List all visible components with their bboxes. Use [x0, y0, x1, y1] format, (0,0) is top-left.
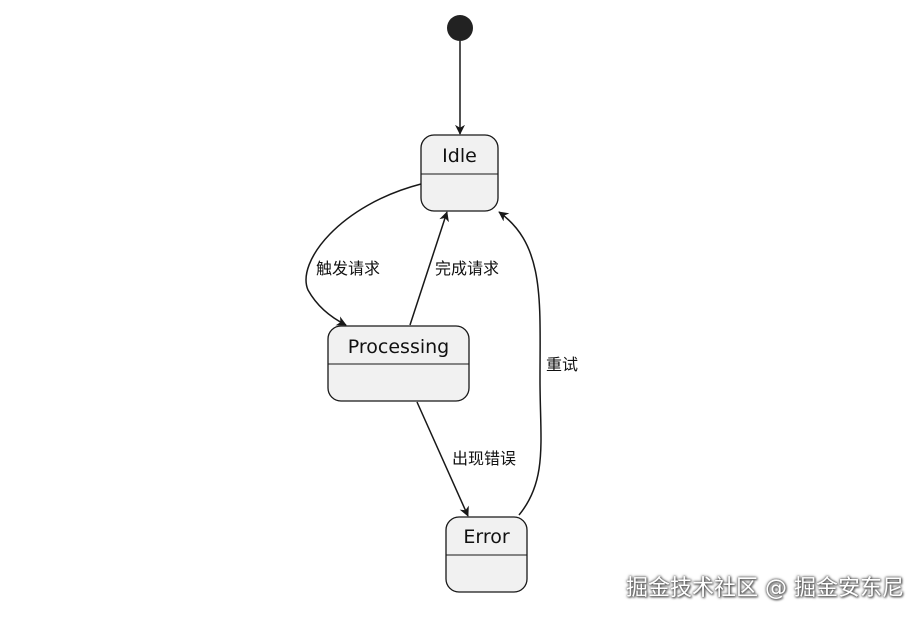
state-processing-label: Processing: [348, 336, 449, 358]
initial-state-node: [447, 15, 473, 41]
label-retry: 重试: [546, 355, 578, 374]
label-complete-request: 完成请求: [435, 259, 499, 278]
label-trigger-request: 触发请求: [316, 259, 380, 278]
state-idle: Idle: [420, 134, 499, 212]
state-idle-label: Idle: [442, 145, 477, 167]
transition-idle-to-processing: [305, 183, 422, 326]
label-error-occurs: 出现错误: [452, 449, 516, 468]
state-error-label: Error: [463, 526, 510, 548]
transition-processing-to-idle: [409, 211, 449, 326]
watermark-text: 掘金技术社区 @ 掘金安东尼: [626, 576, 904, 601]
transition-processing-to-error: [416, 401, 469, 517]
transition-error-to-idle: [498, 211, 542, 516]
state-error: Error: [445, 516, 528, 593]
state-processing: Processing: [327, 325, 470, 402]
